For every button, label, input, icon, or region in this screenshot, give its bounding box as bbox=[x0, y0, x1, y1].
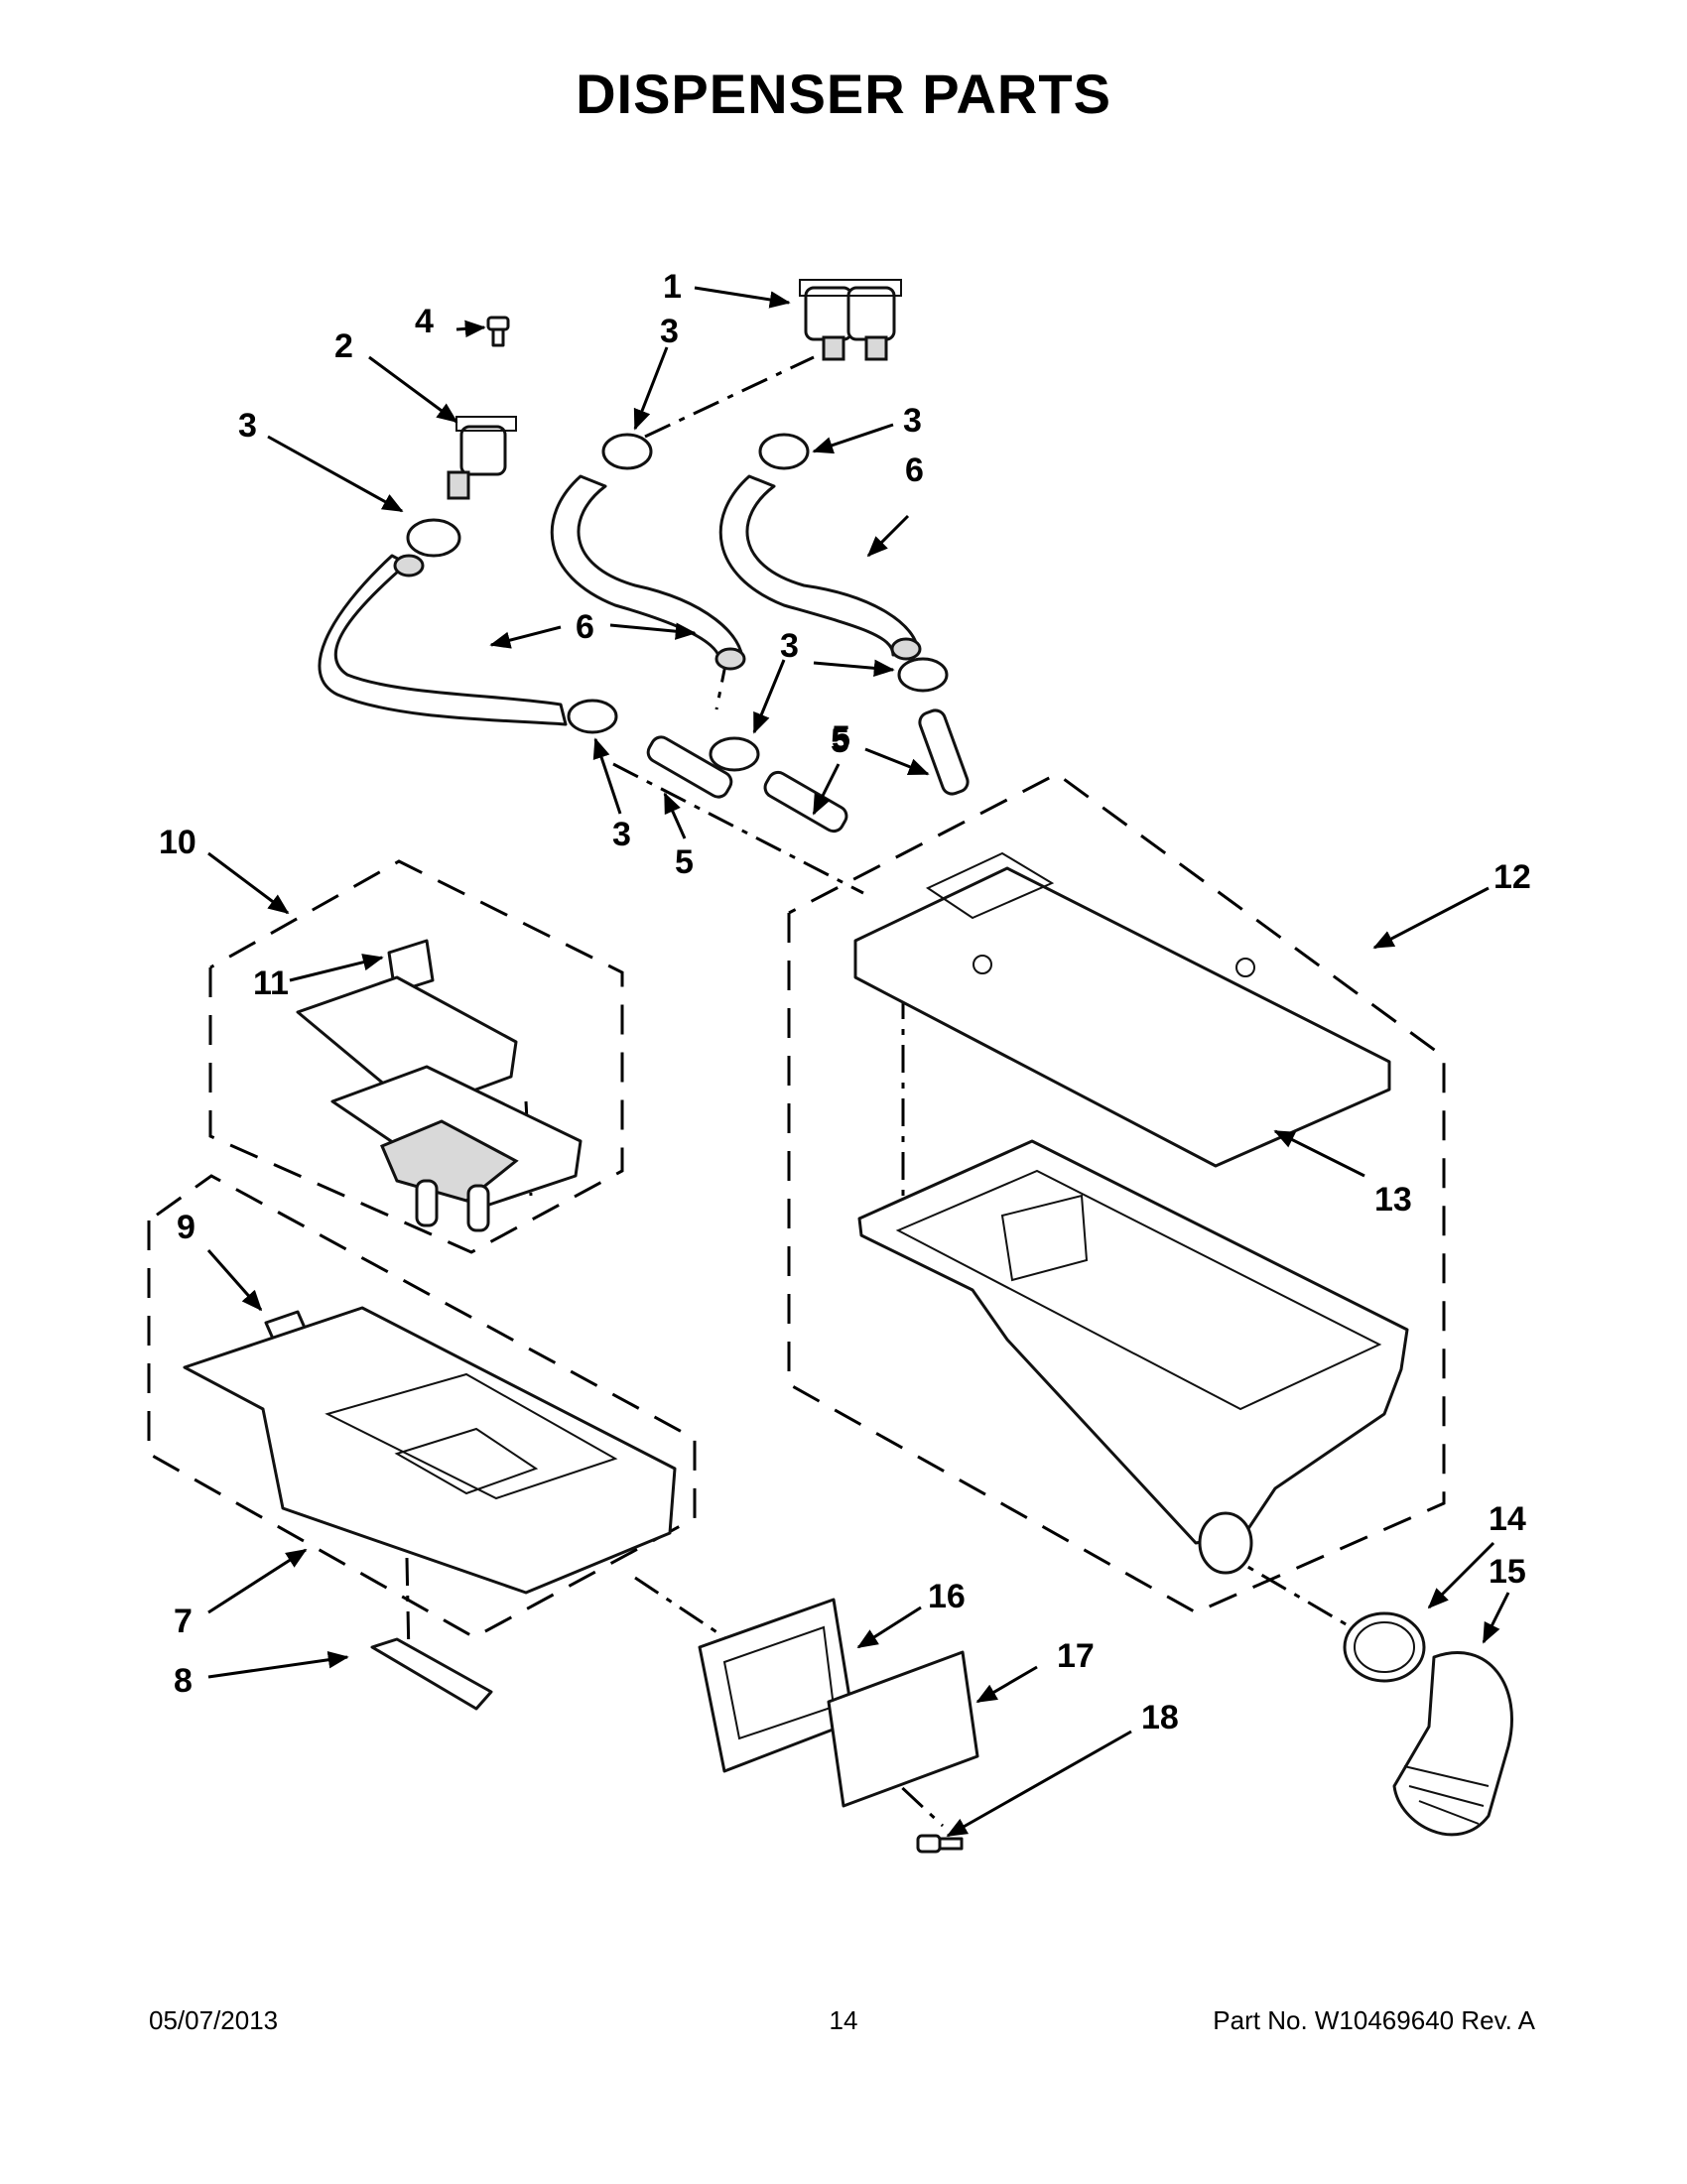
callout-labels: 1 2 3 4 3 3 6 6 3 5 3 5 5 10 11 12 13 9 … bbox=[159, 268, 1531, 1736]
callout-4: 4 bbox=[415, 303, 434, 340]
group-outline-12 bbox=[787, 772, 1446, 1614]
part-17-plate bbox=[827, 1650, 979, 1808]
page-title: DISPENSER PARTS bbox=[576, 63, 1111, 125]
callout-9: 9 bbox=[177, 1209, 195, 1246]
part-2-water-valve bbox=[447, 416, 517, 500]
callout-3: 3 bbox=[780, 627, 799, 665]
callout-5: 5 bbox=[832, 719, 850, 757]
part-14-clamp bbox=[1343, 1611, 1426, 1683]
callout-10: 10 bbox=[159, 824, 196, 861]
callout-11: 11 bbox=[253, 964, 289, 1002]
part-8-insert bbox=[370, 1637, 493, 1711]
callout-16: 16 bbox=[928, 1578, 966, 1615]
part-1-water-valve bbox=[799, 279, 902, 361]
part-7-dispenser-drawer bbox=[183, 1306, 677, 1595]
group-outline-7 bbox=[147, 1174, 697, 1639]
footer-part-number: Part No. W10469640 Rev. A bbox=[1213, 2005, 1535, 2035]
part-3-hose-clamps bbox=[406, 433, 949, 772]
callout-12: 12 bbox=[1493, 858, 1531, 896]
callout-17: 17 bbox=[1057, 1637, 1095, 1675]
callout-3: 3 bbox=[238, 407, 257, 445]
leader-lines bbox=[206, 286, 1510, 1838]
callout-14: 14 bbox=[1489, 1500, 1526, 1538]
footer-date: 05/07/2013 bbox=[149, 2005, 279, 2035]
part-16-frame bbox=[698, 1598, 855, 1773]
callout-13: 13 bbox=[1374, 1181, 1412, 1219]
callout-5: 5 bbox=[675, 843, 694, 881]
part-18-screw bbox=[916, 1834, 964, 1854]
callout-3: 3 bbox=[903, 402, 922, 440]
callout-7: 7 bbox=[174, 1603, 193, 1640]
callout-15: 15 bbox=[1489, 1553, 1526, 1591]
callout-8: 8 bbox=[174, 1662, 193, 1700]
callout-3: 3 bbox=[660, 313, 679, 350]
callout-6: 6 bbox=[576, 608, 594, 646]
part-13-cover bbox=[853, 851, 1391, 1168]
callout-5: 5 bbox=[831, 722, 849, 760]
footer-page-number: 14 bbox=[829, 2005, 858, 2035]
part-15-bellows bbox=[1392, 1651, 1513, 1837]
callout-1: 1 bbox=[663, 268, 682, 306]
callout-18: 18 bbox=[1141, 1699, 1179, 1736]
part-6-hoses bbox=[318, 474, 922, 726]
callout-3: 3 bbox=[612, 816, 631, 853]
part-5-tubes bbox=[646, 708, 970, 834]
callout-6: 6 bbox=[905, 451, 924, 489]
part-4-screw bbox=[486, 316, 510, 347]
part-12-housing bbox=[857, 1139, 1409, 1575]
part-10-detergent-insert bbox=[296, 975, 583, 1232]
callout-2: 2 bbox=[334, 327, 353, 365]
group-outline-10 bbox=[208, 859, 624, 1254]
